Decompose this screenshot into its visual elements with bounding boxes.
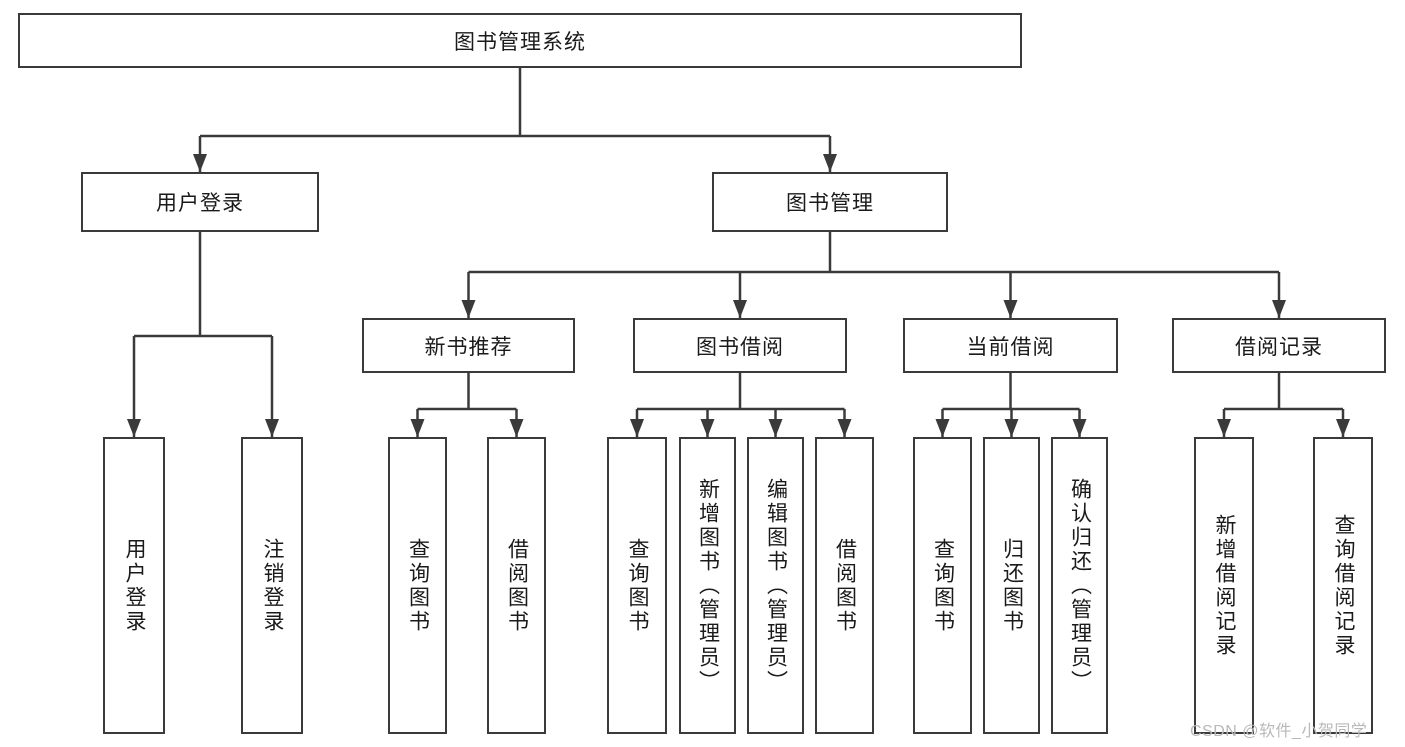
node-current[interactable]: 当前借阅: [903, 318, 1118, 373]
node-bw-borrow[interactable]: 借阅图书: [815, 437, 874, 734]
node-cur-return[interactable]: 归还图书: [983, 437, 1040, 734]
node-cur-query[interactable]: 查询图书: [913, 437, 972, 734]
node-label: 新书推荐: [424, 335, 513, 359]
arrow-head-icon: [509, 419, 524, 437]
node-nb-query[interactable]: 查询图书: [388, 437, 447, 734]
node-label: 归还图书: [1000, 537, 1024, 634]
node-bw-edit[interactable]: 编辑图书（管理员）: [747, 437, 804, 734]
node-label: 查询图书: [626, 537, 650, 634]
arrow-head-icon: [700, 419, 715, 437]
arrow-head-icon: [935, 419, 950, 437]
node-cur-confirm[interactable]: 确认归还（管理员）: [1051, 437, 1108, 734]
arrow-head-icon: [1072, 419, 1087, 437]
arrow-head-icon: [823, 154, 837, 172]
node-label: 借阅图书: [505, 537, 529, 634]
watermark: CSDN @软件_小贺同学: [1190, 723, 1368, 740]
node-nb-borrow[interactable]: 借阅图书: [487, 437, 546, 734]
arrow-head-icon: [733, 300, 747, 318]
node-label: 编辑图书（管理员）: [764, 477, 788, 694]
node-label: 查询图书: [931, 537, 955, 634]
arrow-head-icon: [193, 154, 207, 172]
node-label: 图书借阅: [696, 335, 784, 359]
arrow-head-icon: [1217, 419, 1231, 437]
arrow-head-icon: [837, 419, 852, 437]
arrow-head-icon: [1272, 300, 1286, 318]
arrow-head-icon: [410, 419, 425, 437]
node-rec-add[interactable]: 新增借阅记录: [1194, 437, 1254, 734]
arrow-head-icon: [768, 419, 783, 437]
arrow-head-icon: [265, 419, 279, 437]
node-label: 用户登录: [123, 537, 147, 634]
node-label: 图书管理系统: [454, 30, 586, 54]
arrow-head-icon: [630, 419, 644, 437]
node-label: 借阅图书: [833, 537, 857, 634]
node-userlogin[interactable]: 用户登录: [103, 437, 165, 734]
node-newbook[interactable]: 新书推荐: [362, 318, 575, 373]
arrow-head-icon: [1336, 419, 1350, 437]
node-label: 新增图书（管理员）: [696, 477, 720, 694]
arrow-head-icon: [461, 300, 476, 318]
node-label: 用户登录: [156, 192, 244, 215]
node-logout[interactable]: 注销登录: [241, 437, 303, 734]
node-records[interactable]: 借阅记录: [1172, 318, 1386, 373]
node-label: 查询借阅记录: [1332, 513, 1356, 658]
node-label: 新增借阅记录: [1213, 513, 1237, 658]
node-borrow[interactable]: 图书借阅: [633, 318, 847, 373]
arrow-head-icon: [1003, 300, 1018, 318]
arrow-head-icon: [1004, 419, 1019, 437]
node-label: 注销登录: [261, 537, 285, 634]
node-label: 当前借阅: [966, 335, 1055, 359]
node-bookmgr[interactable]: 图书管理: [712, 172, 948, 232]
node-bw-add[interactable]: 新增图书（管理员）: [679, 437, 736, 734]
node-label: 查询图书: [406, 537, 430, 634]
node-label: 借阅记录: [1235, 335, 1323, 359]
node-label: 图书管理: [786, 192, 874, 215]
node-rec-query[interactable]: 查询借阅记录: [1313, 437, 1373, 734]
node-login[interactable]: 用户登录: [81, 172, 319, 232]
node-label: 确认归还（管理员）: [1068, 477, 1092, 694]
node-root[interactable]: 图书管理系统: [18, 13, 1022, 68]
arrow-head-icon: [127, 419, 141, 437]
node-bw-query[interactable]: 查询图书: [607, 437, 667, 734]
